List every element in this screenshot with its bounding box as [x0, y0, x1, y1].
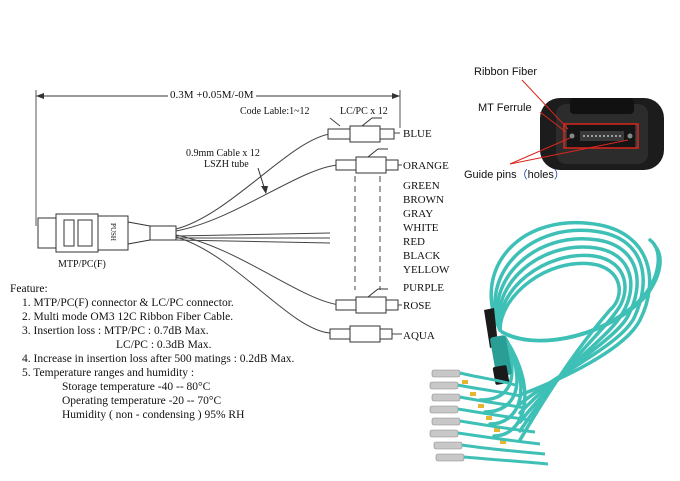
color-label-orange: ORANGE	[403, 160, 449, 172]
feature-line: Humidity ( non - condensing ) 95% RH	[62, 409, 245, 421]
feature-line: Storage temperature -40 -- 80°C	[62, 381, 211, 393]
feature-line: 1. MTP/PC(F) connector & LC/PC connector…	[22, 297, 234, 309]
feature-line: 2. Multi mode OM3 12C Ribbon Fiber Cable…	[22, 311, 234, 323]
lc-connector-drawing	[327, 117, 399, 343]
cable-spec-label: 0.9mm Cable x 12	[186, 148, 260, 159]
feature-line: 4. Increase in insertion loss after 500 …	[22, 353, 295, 365]
lc-connector-bundle	[429, 369, 549, 466]
guide-pins-text: Guide pins	[464, 169, 517, 181]
ribbon-fiber-label: Ribbon Fiber	[474, 66, 537, 78]
color-label-rose: ROSE	[403, 300, 432, 312]
connector-type-label: MTP/PC(F)	[58, 259, 106, 270]
color-label-green: GREEN	[403, 180, 440, 192]
color-label-red: RED	[403, 236, 425, 248]
feature-line: Operating temperature -20 -- 70°C	[62, 395, 222, 407]
mt-ferrule-label: MT Ferrule	[478, 102, 532, 114]
guide-pins-label: Guide pins（holes）	[464, 169, 565, 181]
holes-text: holes	[527, 169, 554, 181]
code-label: Code Lable:1~12	[240, 106, 310, 117]
features-title: Feature:	[10, 283, 48, 295]
cable-tube-label: LSZH tube	[204, 159, 249, 170]
color-label-blue: BLUE	[403, 128, 432, 140]
lcpc-count-label: LC/PC x 12	[340, 106, 388, 117]
mtp-connector-drawing	[37, 213, 177, 253]
color-label-yellow: YELLOW	[403, 264, 450, 276]
color-label-brown: BROWN	[403, 194, 444, 206]
fiber-fanout	[175, 133, 341, 334]
color-label-black: BLACK	[403, 250, 441, 262]
feature-line: 5. Temperature ranges and humidity :	[22, 367, 195, 379]
length-dimension: 0.3M +0.05M/-0M	[168, 89, 256, 101]
feature-line: 3. Insertion loss : MTP/PC : 0.7dB Max.	[22, 325, 209, 337]
color-label-white: WHITE	[403, 222, 439, 234]
color-label-aqua: AQUA	[403, 330, 435, 342]
feature-line: LC/PC : 0.3dB Max.	[116, 339, 212, 351]
color-label-purple: PURPLE	[403, 282, 444, 294]
color-label-gray: GRAY	[403, 208, 434, 220]
